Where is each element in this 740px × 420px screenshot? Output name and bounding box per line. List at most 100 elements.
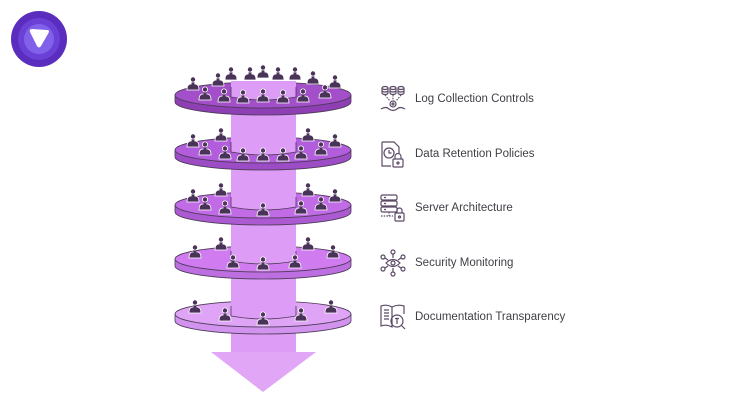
- person-head: [260, 64, 266, 71]
- person-neck: [299, 205, 303, 209]
- person-icon: [218, 145, 232, 160]
- person-body: [198, 93, 212, 101]
- person-icon: [214, 127, 228, 142]
- person-body: [256, 318, 270, 326]
- layer-label: Log Collection Controls: [415, 93, 534, 105]
- layer-people-4: [188, 236, 340, 271]
- person-neck: [248, 71, 252, 75]
- person-head: [202, 196, 208, 203]
- person-body: [186, 140, 200, 148]
- person-body: [324, 306, 338, 314]
- person-head: [215, 72, 221, 79]
- person-head: [190, 76, 196, 83]
- person-body: [214, 189, 228, 197]
- person-head: [292, 254, 298, 261]
- person-head: [240, 147, 246, 154]
- person-head: [322, 84, 328, 91]
- person-body: [256, 71, 270, 79]
- person-head: [298, 200, 304, 207]
- person-head: [292, 66, 298, 73]
- person-neck: [203, 91, 207, 95]
- layer-people-3: [186, 182, 342, 217]
- person-body: [306, 77, 320, 85]
- person-body: [276, 154, 290, 162]
- person-icon: [328, 74, 342, 89]
- person-icon: [256, 311, 270, 326]
- person-neck: [293, 259, 297, 263]
- person-head: [260, 202, 266, 209]
- person-body: [236, 154, 250, 162]
- person-head: [222, 145, 228, 152]
- person-body: [314, 203, 328, 211]
- person-neck: [281, 94, 285, 98]
- person-body: [301, 134, 315, 142]
- person-head: [222, 307, 228, 314]
- shaft-overlap: [231, 300, 296, 319]
- person-icon: [271, 66, 285, 81]
- person-head: [260, 147, 266, 154]
- person-head: [332, 74, 338, 81]
- person-body: [188, 306, 202, 314]
- person-body: [214, 243, 228, 251]
- person-neck: [319, 201, 323, 205]
- person-body: [186, 83, 200, 91]
- person-neck: [219, 241, 223, 245]
- person-head: [222, 200, 228, 207]
- person-head: [318, 196, 324, 203]
- layer-people-5: [188, 299, 338, 326]
- person-icon: [243, 66, 257, 81]
- person-icon: [256, 147, 270, 162]
- person-icon: [256, 64, 270, 79]
- person-body: [328, 195, 342, 203]
- arrow-head: [211, 352, 316, 392]
- person-icon: [301, 182, 315, 197]
- person-body: [256, 263, 270, 271]
- person-neck: [223, 205, 227, 209]
- person-neck: [299, 312, 303, 316]
- person-body: [326, 251, 340, 259]
- person-head: [280, 147, 286, 154]
- person-neck: [191, 81, 195, 85]
- person-neck: [276, 71, 280, 75]
- person-icon: [276, 89, 290, 104]
- person-head: [202, 141, 208, 148]
- person-body: [214, 134, 228, 142]
- person-neck: [241, 94, 245, 98]
- layer-label: Security Monitoring: [415, 257, 514, 269]
- person-body: [256, 154, 270, 162]
- brand-logo-icon: [11, 11, 67, 67]
- person-head: [218, 236, 224, 243]
- person-body: [226, 261, 240, 269]
- person-head: [328, 299, 334, 306]
- person-head: [228, 66, 234, 73]
- person-head: [192, 299, 198, 306]
- person-neck: [306, 132, 310, 136]
- person-head: [192, 244, 198, 251]
- person-body: [186, 195, 200, 203]
- person-head: [247, 66, 253, 73]
- person-body: [328, 81, 342, 89]
- person-icon: [186, 133, 200, 148]
- person-body: [217, 95, 231, 103]
- person-body: [276, 96, 290, 104]
- person-head: [230, 254, 236, 261]
- person-head: [318, 141, 324, 148]
- layer-label: Server Architecture: [415, 202, 513, 214]
- person-icon: [288, 254, 302, 269]
- person-neck: [311, 75, 315, 79]
- person-icon: [226, 254, 240, 269]
- person-head: [305, 182, 311, 189]
- person-icon: [186, 188, 200, 203]
- person-head: [202, 86, 208, 93]
- person-body: [294, 314, 308, 322]
- label-row: Documentation Transparency: [378, 302, 565, 332]
- person-body: [218, 152, 232, 160]
- person-icon: [318, 84, 332, 99]
- person-head: [218, 182, 224, 189]
- person-head: [310, 70, 316, 77]
- person-head: [190, 188, 196, 195]
- person-icon: [256, 202, 270, 217]
- person-body: [296, 95, 310, 103]
- person-icon: [301, 236, 315, 251]
